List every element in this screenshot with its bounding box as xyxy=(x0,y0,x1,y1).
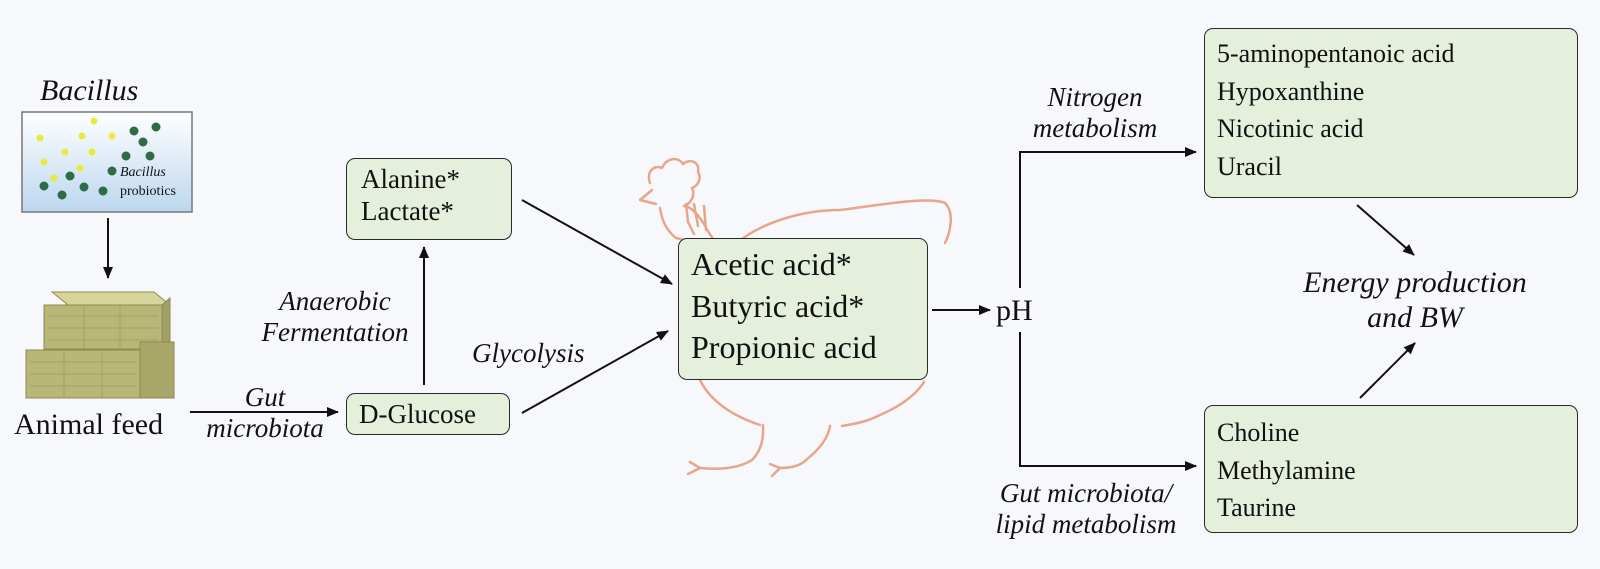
nitrogen-metabolism-label: Nitrogen metabolism xyxy=(1002,82,1188,144)
aminopentanoic-acid-text: 5-aminopentanoic acid xyxy=(1217,39,1455,68)
d-glucose-text: D-Glucose xyxy=(359,399,476,429)
methylamine-text: Methylamine xyxy=(1217,455,1356,485)
alanine-text: Alanine* xyxy=(361,164,460,194)
yellow-dots xyxy=(36,117,116,182)
energy-line1: Energy production xyxy=(1303,266,1527,299)
animal-feed-label: Animal feed xyxy=(14,408,164,441)
acetic-acid-text: Acetic acid* xyxy=(691,246,852,282)
arrow-nitrogen-to-energy xyxy=(1356,204,1415,256)
bacillus-title: Bacillus xyxy=(40,74,139,107)
ph-label: pH xyxy=(996,294,1033,327)
d-glucose-box: D-Glucose xyxy=(346,393,510,435)
hay-bales-image xyxy=(25,291,175,399)
energy-line2: and BW xyxy=(1367,300,1463,334)
energy-production-label: Energy production and BW xyxy=(1270,266,1560,335)
hypoxanthine-text: Hypoxanthine xyxy=(1217,76,1365,106)
bacillus-inset-label: Bacillus xyxy=(120,165,166,180)
arrows xyxy=(103,147,1416,471)
propionic-acid-text: Propionic acid xyxy=(691,329,877,366)
gut-label-line1: Gut xyxy=(244,382,286,412)
chicken-outline-image xyxy=(638,157,952,478)
nitrogen-label-line2: metabolism xyxy=(1032,113,1158,144)
anaerobic-fermentation-label: Anaerobic Fermentation xyxy=(250,286,420,348)
lipid-label-line2: lipid metabolism xyxy=(995,509,1177,540)
arrow-alanine-to-acids xyxy=(521,199,673,285)
gut-microbiota-label: Gut microbiota xyxy=(180,382,350,444)
gut-label-line2: microbiota xyxy=(206,413,324,444)
glycolysis-label: Glycolysis xyxy=(472,338,585,368)
probiotics-inset-label: probiotics xyxy=(120,184,176,199)
arrow-ph-to-lipid xyxy=(1019,332,1197,471)
nicotinic-acid-text: Nicotinic acid xyxy=(1217,114,1364,144)
butyric-acid-text: Butyric acid* xyxy=(691,287,865,324)
gut-microbiota-lipid-label: Gut microbiota/ lipid metabolism xyxy=(966,478,1206,540)
choline-text: Choline xyxy=(1217,418,1300,447)
nitrogen-products-box: 5-aminopentanoic acid Hypoxanthine Nicot… xyxy=(1204,28,1578,198)
nitrogen-label-line1: Nitrogen xyxy=(1047,82,1143,112)
uracil-text: Uracil xyxy=(1217,152,1282,182)
lipid-label-line1: Gut microbiota/ xyxy=(999,478,1173,508)
taurine-text: Taurine xyxy=(1217,493,1297,523)
anaerobic-label-line1: Anaerobic xyxy=(279,286,391,316)
bacillus-inset xyxy=(21,111,193,213)
lactate-text: Lactate* xyxy=(361,196,454,227)
arrow-ph-to-nitrogen xyxy=(1019,147,1197,288)
lipid-products-box: Choline Methylamine Taurine xyxy=(1204,405,1578,533)
green-dots xyxy=(39,122,161,200)
anaerobic-label-line2: Fermentation xyxy=(261,317,409,348)
arrow-lipid-to-energy xyxy=(1359,342,1416,399)
alanine-lactate-box: Alanine* Lactate* xyxy=(346,158,512,240)
acids-box: Acetic acid* Butyric acid* Propionic aci… xyxy=(678,238,928,380)
arrow-glucose-to-acids xyxy=(521,330,669,414)
